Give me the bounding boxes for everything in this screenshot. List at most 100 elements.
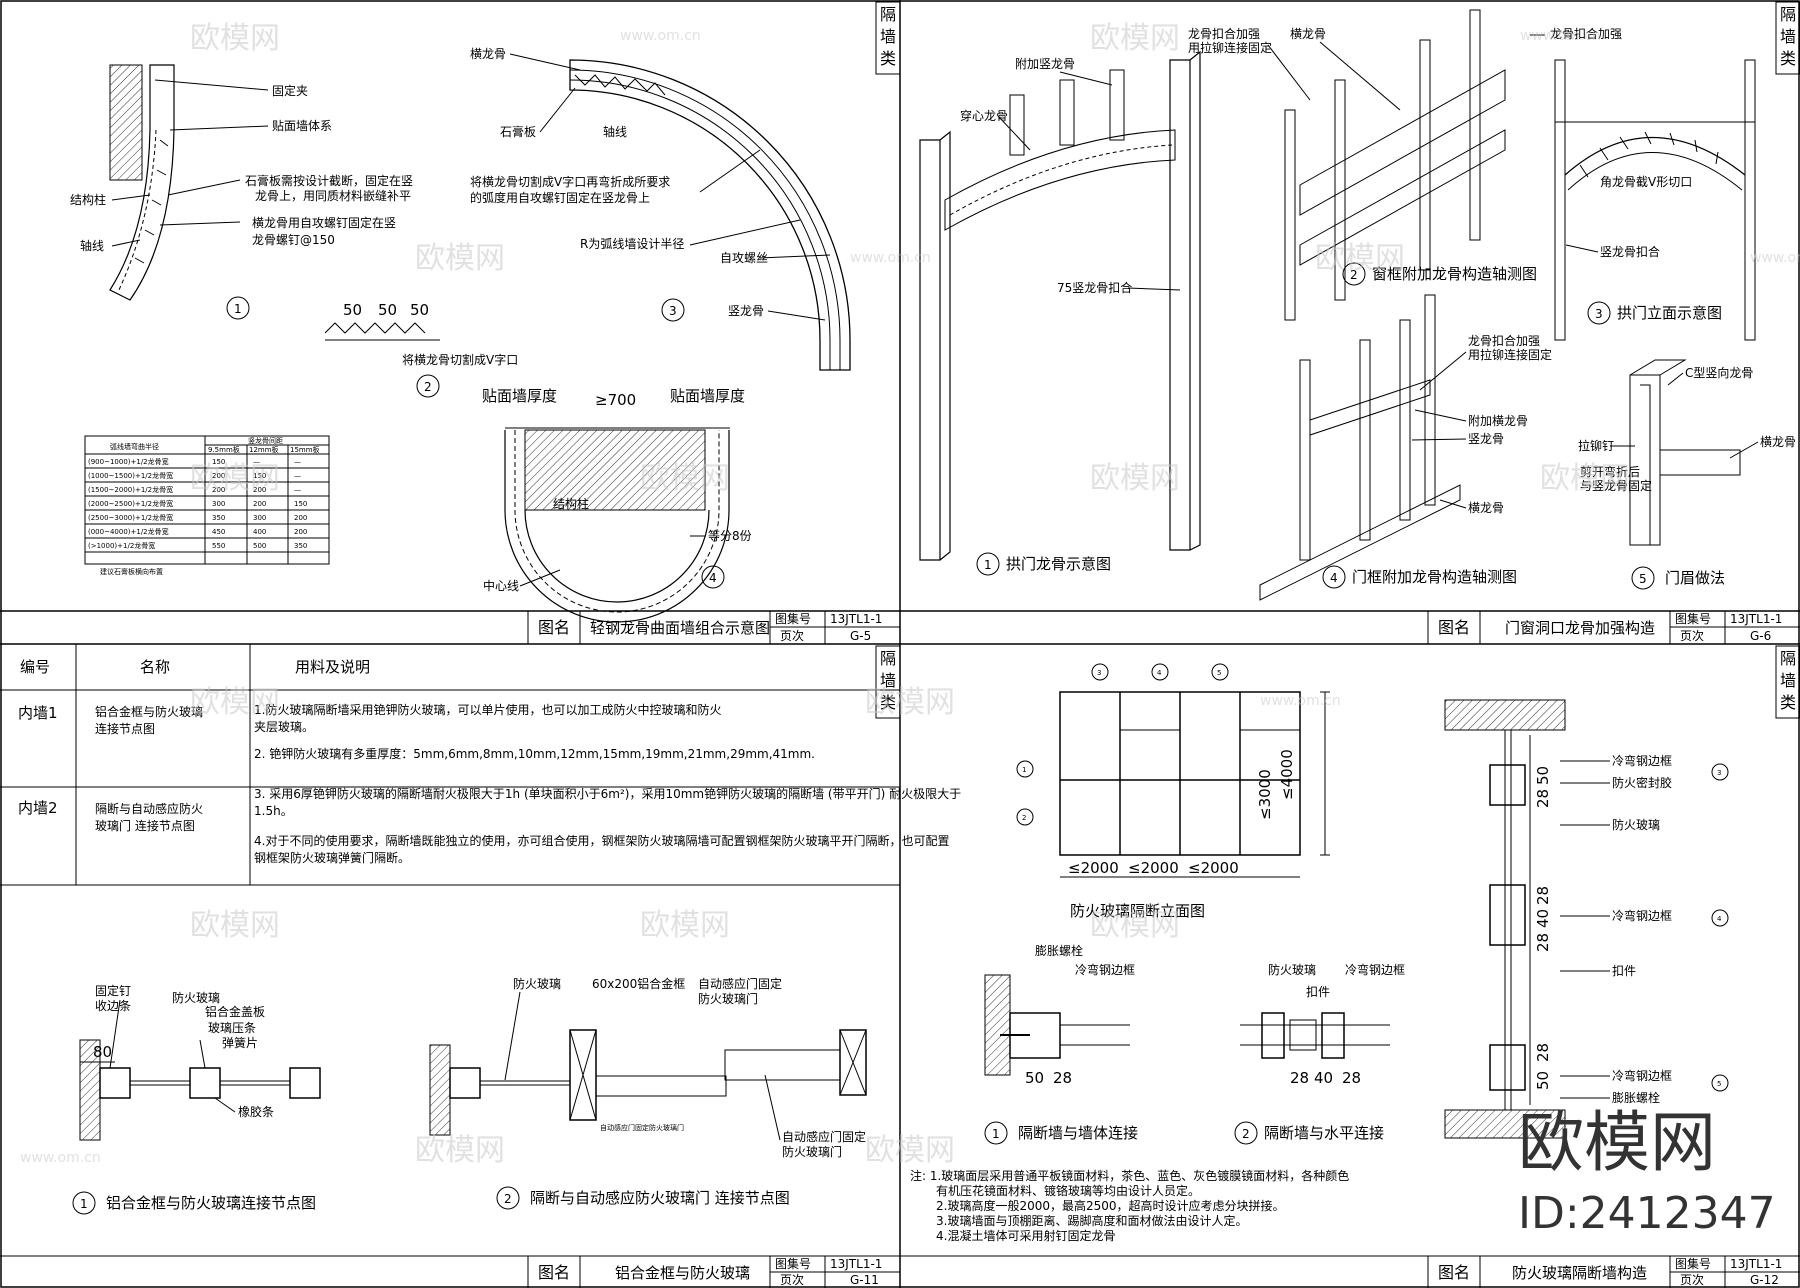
svg-text:角龙骨截V形切口: 角龙骨截V形切口 [1600, 175, 1692, 189]
svg-text:页次: 页次 [1680, 1273, 1704, 1287]
svg-text:隔断与自动感应防火玻璃门 连接节点图: 隔断与自动感应防火玻璃门 连接节点图 [530, 1189, 790, 1207]
svg-text:页次: 页次 [1680, 629, 1704, 643]
svg-text:50: 50 [1534, 766, 1552, 785]
svg-text:冷弯钢边框: 冷弯钢边框 [1075, 962, 1135, 977]
head-code: 编号 [20, 658, 50, 676]
q1-table-cell: 300 [253, 514, 266, 522]
q1-table-cell: (900~1000)+1/2龙骨宽 [88, 457, 169, 466]
svg-text:图集号: 图集号 [1675, 1256, 1711, 1271]
svg-text:欧模网: 欧模网 [1518, 1104, 1716, 1181]
svg-text:www.om.cn: www.om.cn [20, 1150, 101, 1166]
q1-table-cell: (000~4000)+1/2龙骨宽 [88, 527, 169, 536]
q3-node-1: 固定钉 收边条 防火玻璃 铝合金盖板 玻璃压条 弹簧片 橡胶条 80 1 铝合金… [72, 983, 321, 1215]
svg-text:门框附加龙骨构造轴测图: 门框附加龙骨构造轴测图 [1352, 568, 1517, 586]
side-tag-q3: 隔 墙 类 [875, 645, 901, 719]
q1-table-cell: 450 [212, 528, 225, 536]
svg-text:欧模网: 欧模网 [1540, 461, 1630, 496]
sheet-title: 轻钢龙骨曲面墙组合示意图 [590, 619, 770, 637]
q1-table-cell: (1000~1500)+1/2龙骨宽 [88, 471, 173, 480]
svg-text:页次: 页次 [780, 1273, 804, 1287]
svg-text:1.5h。: 1.5h。 [254, 804, 293, 818]
q1-table-cell: 350 [212, 514, 225, 522]
svg-text:石膏板: 石膏板 [500, 124, 536, 139]
q1-table-cell: — [253, 458, 260, 466]
side-tag-q2: 隔 墙 类 [1775, 1, 1800, 75]
svg-text:将横龙骨切割成V字口: 将横龙骨切割成V字口 [402, 352, 518, 367]
svg-text:固定钉: 固定钉 [95, 983, 131, 998]
q1-table-cell: 150 [294, 500, 307, 508]
svg-text:龙骨扣合加强: 龙骨扣合加强 [1550, 26, 1622, 41]
svg-text:图集号: 图集号 [1675, 611, 1711, 626]
svg-text:拱门龙骨示意图: 拱门龙骨示意图 [1006, 555, 1111, 573]
svg-text:铝合金框与防火玻璃连接节点图: 铝合金框与防火玻璃连接节点图 [106, 1194, 316, 1212]
svg-text:结构柱: 结构柱 [553, 496, 589, 511]
elevation-title: 防火玻璃隔断立面图 [1070, 902, 1205, 920]
svg-text:图名: 图名 [1438, 1263, 1470, 1282]
svg-text:50: 50 [1025, 1069, 1044, 1087]
svg-text:竖龙骨: 竖龙骨 [1468, 432, 1504, 446]
svg-text:图名: 图名 [538, 1263, 570, 1282]
svg-text:28: 28 [1290, 1069, 1309, 1087]
svg-text:13JTL1-1: 13JTL1-1 [830, 612, 882, 626]
svg-text:图集号: 图集号 [775, 1256, 811, 1271]
svg-text:钢框架防火玻璃弹簧门隔断。: 钢框架防火玻璃弹簧门隔断。 [254, 850, 410, 865]
svg-text:40: 40 [1314, 1069, 1333, 1087]
svg-text:欧模网: 欧模网 [865, 1133, 955, 1168]
q2-detail-5: C型竖向龙骨 拉铆钉 横龙骨 剪开弯折后 与竖龙骨固定 5 门眉做法 [1578, 359, 1796, 590]
svg-text:与竖龙骨固定: 与竖龙骨固定 [1580, 478, 1652, 493]
svg-text:龙骨扣合加强: 龙骨扣合加强 [1188, 26, 1260, 41]
svg-text:固定夹: 固定夹 [272, 83, 308, 98]
svg-text:欧模网: 欧模网 [640, 908, 730, 943]
svg-text:欧模网: 欧模网 [865, 685, 955, 720]
q2-detail-2: 龙骨扣合加强 用拉铆连接固定 横龙骨 2 窗框附加龙骨构造轴测图 [1188, 9, 1537, 321]
svg-text:穿心龙骨: 穿心龙骨 [960, 108, 1008, 123]
svg-text:自攻螺丝: 自攻螺丝 [720, 251, 768, 265]
q1-table-rows: (900~1000)+1/2龙骨宽 150 — — (1000~1500)+1/2龙骨宽… [85, 457, 329, 553]
svg-text:隔: 隔 [880, 5, 896, 24]
svg-text:拱门立面示意图: 拱门立面示意图 [1617, 304, 1722, 322]
svg-text:中心线: 中心线 [483, 578, 519, 593]
svg-text:3. 采用6厚铯钾防火玻璃的隔断墙耐火极限大于1h (单块面: 3. 采用6厚铯钾防火玻璃的隔断墙耐火极限大于1h (单块面积小于6m²)，采用… [254, 786, 961, 801]
svg-text:2.玻璃高度一般2000，最高2500，超高时设计应考虑分块: 2.玻璃高度一般2000，最高2500，超高时设计应考虑分块拼接。 [936, 1198, 1285, 1213]
q4-node-2: 防火玻璃 扣件 冷弯钢边框 28 40 28 2 隔断墙与水平连接 [1234, 962, 1405, 1145]
svg-text:冷弯钢边框: 冷弯钢边框 [1612, 908, 1672, 923]
svg-text:墙: 墙 [880, 671, 896, 690]
svg-text:欧模网: 欧模网 [1315, 241, 1405, 276]
svg-text:50: 50 [378, 301, 397, 319]
q2-detail-4: 龙骨扣合加强 用拉铆连接固定 附加横龙骨 竖龙骨 横龙骨 4 门框附加龙骨构造轴… [1259, 294, 1552, 601]
q1-table-cell: — [294, 458, 301, 466]
q4-notes: 注: 1.玻璃面层采用普通平板镜面材料，茶色、蓝色、灰色镀膜镜面材料，各种颜色 … [910, 1168, 1349, 1243]
q1-table: 弧线墙弯曲半径 竖龙骨间距 9.5mm板 12mm板 15mm板 (900~10… [84, 435, 330, 576]
q1-table-cell: (2500~3000)+1/2龙骨宽 [88, 513, 173, 522]
svg-text:类: 类 [880, 693, 896, 712]
svg-text:类: 类 [1780, 49, 1796, 68]
svg-text:墙: 墙 [880, 27, 896, 46]
svg-text:隔断与自动感应防火: 隔断与自动感应防火 [95, 801, 203, 816]
svg-text:5: 5 [1639, 572, 1647, 586]
svg-text:膨胀螺栓: 膨胀螺栓 [1612, 1090, 1660, 1105]
svg-text:ID:2412347: ID:2412347 [1518, 1188, 1776, 1239]
svg-text:自动感应门固定: 自动感应门固定 [698, 976, 782, 991]
q1-table-cell: 300 [212, 500, 225, 508]
svg-text:弧线墙弯曲半径: 弧线墙弯曲半径 [110, 442, 159, 451]
title-block-g12: 图名 防火玻璃隔断墙构造 图集号 13JTL1-1 页次 G-12 [900, 1255, 1800, 1288]
q1-detail-2: 50 50 50 将横龙骨切割成V字口 2 [324, 301, 518, 398]
svg-text:拉铆钉: 拉铆钉 [1578, 438, 1614, 453]
svg-text:石膏板需按设计截断，固定在竖: 石膏板需按设计截断，固定在竖 [245, 173, 413, 188]
svg-text:≤2000: ≤2000 [1188, 859, 1239, 877]
svg-text:类: 类 [1780, 693, 1796, 712]
q1-table-cell: 150 [253, 472, 266, 480]
svg-text:横龙骨: 横龙骨 [1760, 435, 1796, 449]
title-label: 图名 [538, 618, 570, 637]
q1-table-cell: 200 [253, 486, 266, 494]
svg-text:冷弯钢边框: 冷弯钢边框 [1345, 962, 1405, 977]
svg-text:28: 28 [1053, 1069, 1072, 1087]
svg-text:横龙骨: 横龙骨 [1290, 27, 1326, 41]
svg-text:铝合金盖板: 铝合金盖板 [205, 1004, 265, 1019]
q1-table-cell: 200 [294, 528, 307, 536]
svg-text:2: 2 [1022, 814, 1026, 822]
svg-text:内墙2: 内墙2 [18, 799, 58, 817]
svg-text:60x200铝合金框: 60x200铝合金框 [592, 976, 685, 991]
